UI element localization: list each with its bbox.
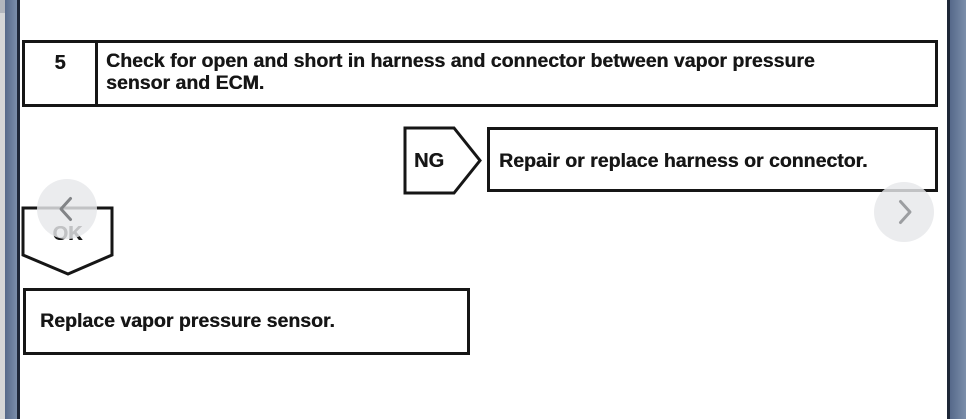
prev-button[interactable] [37, 179, 97, 239]
window-frame-left [5, 0, 17, 419]
left-gray-rail [0, 0, 5, 419]
left-rail-top-segment [0, 0, 5, 13]
chevron-left-icon [59, 197, 72, 221]
step-box: 5 Check for open and short in harness an… [22, 40, 938, 107]
page-edge-right [947, 0, 950, 419]
window-frame-right [950, 0, 966, 419]
ng-pentagon [403, 126, 482, 195]
chevron-right-icon [899, 200, 912, 224]
step-number: 5 [25, 43, 98, 104]
ng-result-box: Repair or replace harness or connector. [487, 127, 938, 192]
ng-label: NG [414, 149, 444, 172]
step-instruction-line-2: sensor and ECM. [106, 71, 265, 94]
step-instruction-line-1: Check for open and short in harness and … [106, 50, 815, 72]
ok-result-text: Replace vapor pressure sensor. [40, 310, 335, 332]
next-button[interactable] [874, 182, 934, 242]
ng-result-text: Repair or replace harness or connector. [499, 149, 868, 172]
step-instruction: Check for open and short in harness and … [98, 43, 823, 104]
page-edge-left [17, 0, 20, 419]
ok-result-box: Replace vapor pressure sensor. [23, 288, 470, 355]
